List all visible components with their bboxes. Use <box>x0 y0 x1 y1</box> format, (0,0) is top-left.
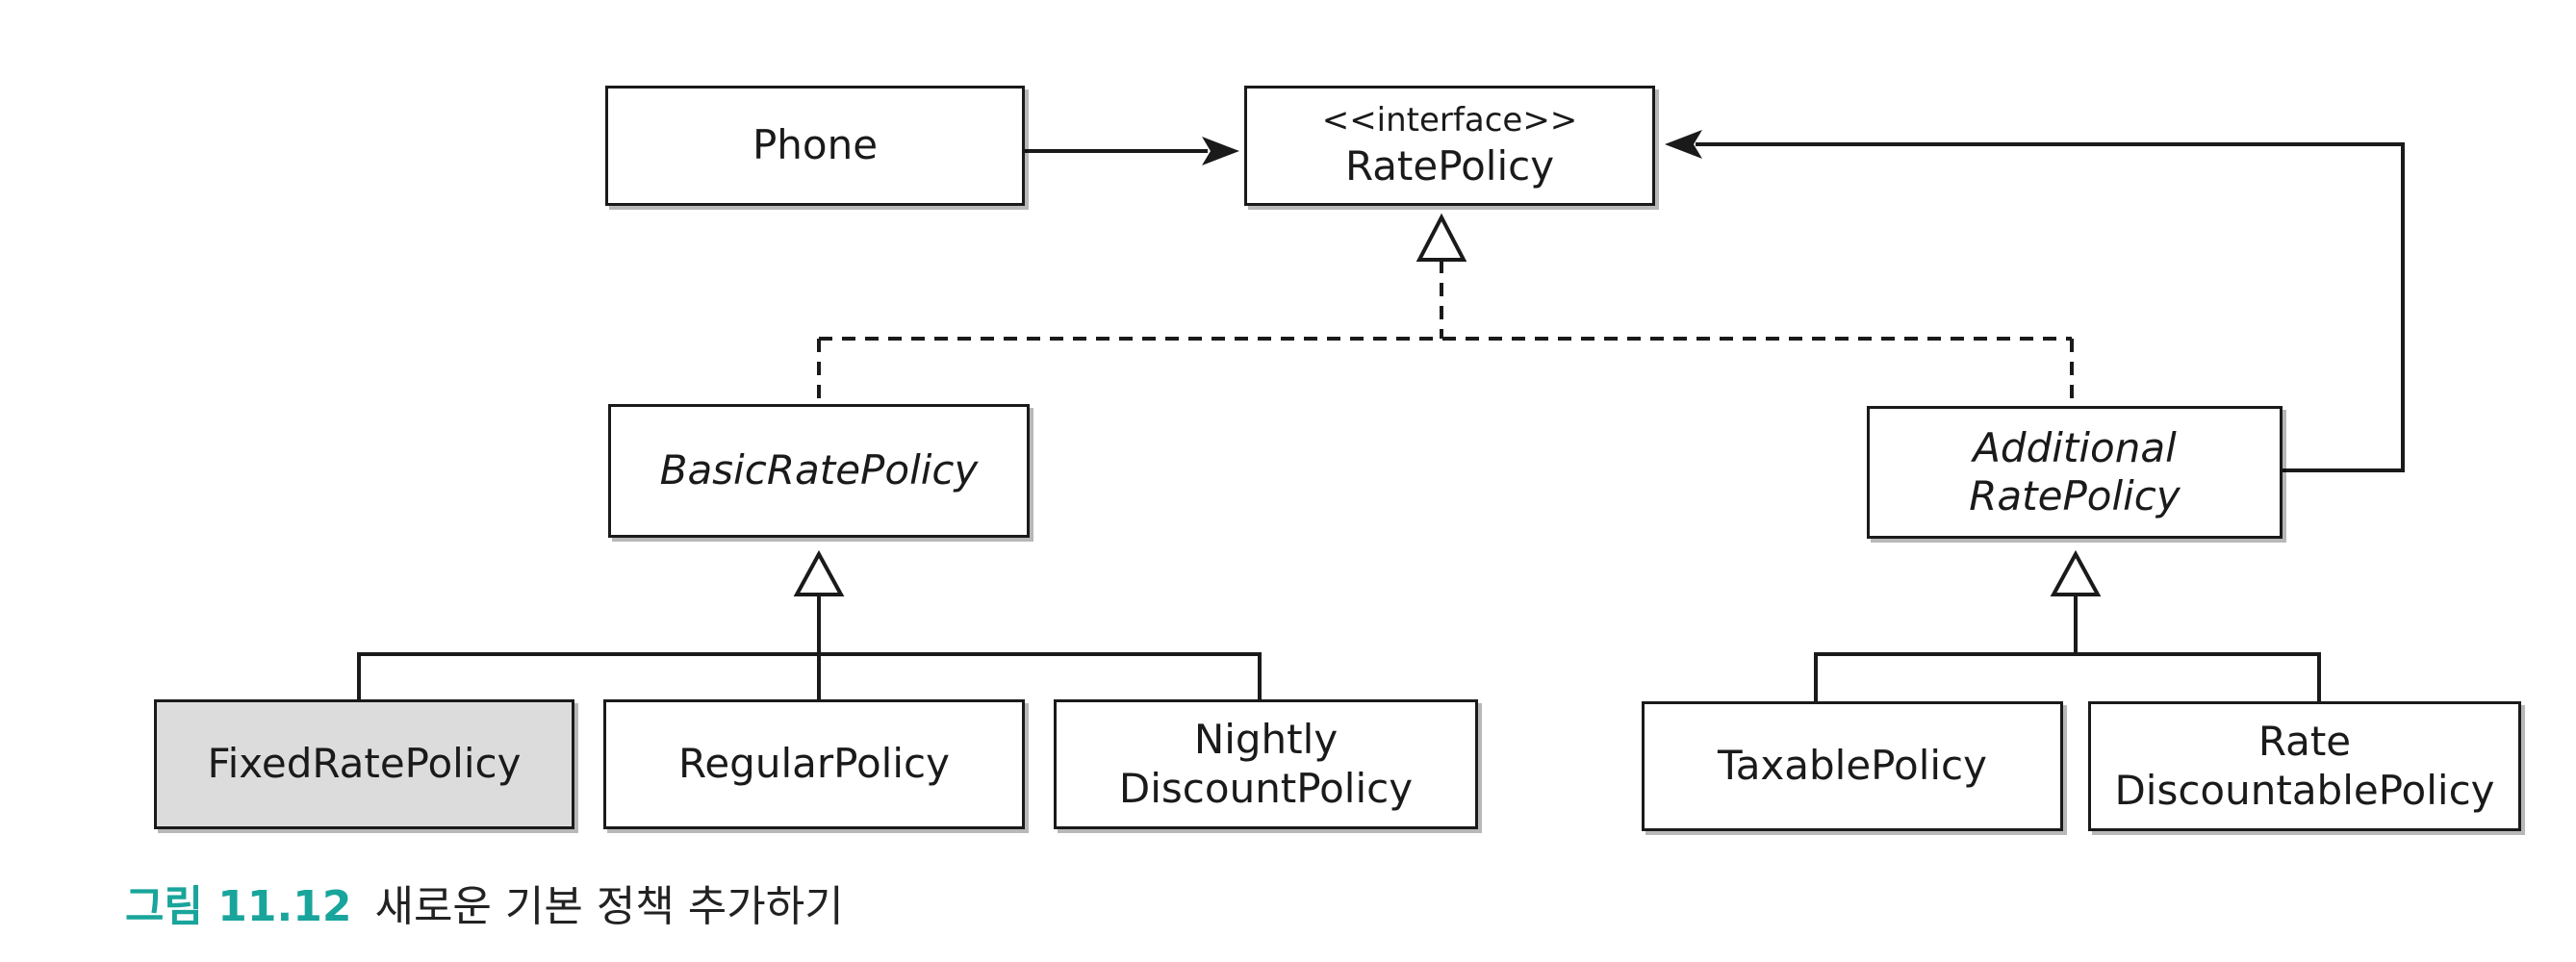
phone-arrowhead-icon <box>1202 137 1239 165</box>
rate-discountable-policy-line2: DiscountablePolicy <box>2114 766 2495 814</box>
additional-to-ratepolicy-line <box>1696 142 2405 472</box>
regular-policy-name: RegularPolicy <box>678 740 950 788</box>
additional-rate-policy-class: Additional RatePolicy <box>1867 406 2283 539</box>
nightly-discount-policy-line2: DiscountPolicy <box>1118 764 1414 812</box>
basic-rate-policy-name: BasicRatePolicy <box>659 446 979 494</box>
figure-caption: 그림 11.12 새로운 기본 정책 추가하기 <box>125 872 844 933</box>
taxable-policy-class: TaxablePolicy <box>1642 701 2063 831</box>
taxable-policy-name: TaxablePolicy <box>1717 742 1987 790</box>
regular-policy-class: RegularPolicy <box>603 699 1025 829</box>
fixed-rate-policy-class: FixedRatePolicy <box>154 699 574 829</box>
basic-gen-bar-line <box>357 652 1262 699</box>
phone-class: Phone <box>605 86 1025 206</box>
figure-caption-label: 그림 11.12 <box>125 882 352 931</box>
rate-discountable-policy-line1: Rate <box>2257 718 2352 766</box>
additional-rate-policy-line1: Additional <box>1973 423 2177 471</box>
additional-rate-policy-line2: RatePolicy <box>1969 472 2181 519</box>
additional-gen-bar-line <box>1814 652 2321 701</box>
nightly-discount-policy-line1: Nightly <box>1193 716 1339 764</box>
additional-generalization-triangle-icon <box>2050 549 2102 596</box>
fixed-rate-policy-name: FixedRatePolicy <box>207 740 522 788</box>
additional-arrowhead-icon <box>1665 130 1702 159</box>
basic-generalization-triangle-icon <box>793 549 845 596</box>
basic-rate-policy-class: BasicRatePolicy <box>608 404 1030 538</box>
phone-class-name: Phone <box>752 121 879 169</box>
rate-discountable-policy-class: Rate DiscountablePolicy <box>2088 701 2521 831</box>
nightly-discount-policy-class: Nightly DiscountPolicy <box>1054 699 1478 829</box>
figure-caption-text: 새로운 기본 정책 추가하기 <box>374 882 844 931</box>
ratepolicy-realization-triangle-icon <box>1416 213 1467 262</box>
rate-policy-name: RatePolicy <box>1344 141 1555 190</box>
interface-stereotype: <<interface>> <box>1321 100 1578 139</box>
rate-policy-interface: <<interface>> RatePolicy <box>1244 86 1655 206</box>
